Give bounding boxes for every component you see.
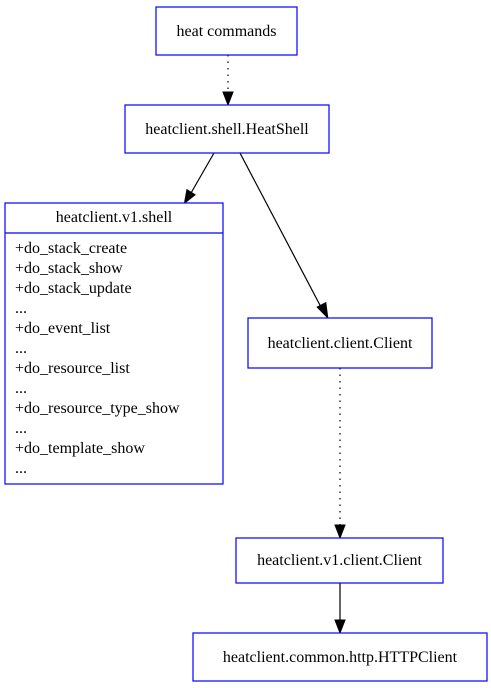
method-item: +do_stack_update [15,280,132,297]
node-label: heatclient.common.http.HTTPClient [223,649,458,666]
arrowhead-icon [316,301,329,320]
edge-heat-commands-to-heatshell [222,55,234,107]
method-item: +do_template_show [15,440,145,457]
node-heatclient-v1-shell: heatclient.v1.shell +do_stack_create +do… [4,202,224,485]
edge-heatshell-to-v1-shell [183,152,215,205]
arrowhead-icon [334,619,346,635]
method-item: ... [15,380,27,397]
edge-client-to-v1-client [334,368,346,540]
node-heatclient-v1-client-client: heatclient.v1.client.Client [235,537,444,584]
method-list: +do_stack_create +do_stack_show +do_stac… [15,240,180,477]
method-item: +do_resource_list [15,360,130,377]
method-item: +do_stack_create [15,240,127,257]
node-heat-commands: heat commands [155,6,298,56]
method-item: ... [15,460,27,477]
node-label: heatclient.v1.client.Client [257,552,422,569]
method-item: ... [15,340,27,357]
method-item: ... [15,420,27,437]
node-label: heatclient.shell.HeatShell [145,121,309,138]
method-item: +do_event_list [15,320,111,337]
node-heatclient-client-client: heatclient.client.Client [247,317,433,369]
node-label: heat commands [177,23,277,40]
method-item: +do_stack_show [15,260,123,277]
method-item: +do_resource_type_show [15,400,180,417]
edge-v1-client-to-httpclient [334,583,346,635]
node-label: heatclient.client.Client [268,335,413,352]
arrowhead-icon [222,91,234,107]
node-title: heatclient.v1.shell [56,209,173,226]
node-heatclient-common-http-httpclient: heatclient.common.http.HTTPClient [192,632,488,682]
node-heatclient-shell-heatshell: heatclient.shell.HeatShell [124,104,330,154]
edge-heatshell-to-client [239,152,329,320]
edges [183,55,346,635]
arrowhead-icon [183,188,196,205]
arrowhead-icon [334,524,346,540]
method-item: ... [15,300,27,317]
